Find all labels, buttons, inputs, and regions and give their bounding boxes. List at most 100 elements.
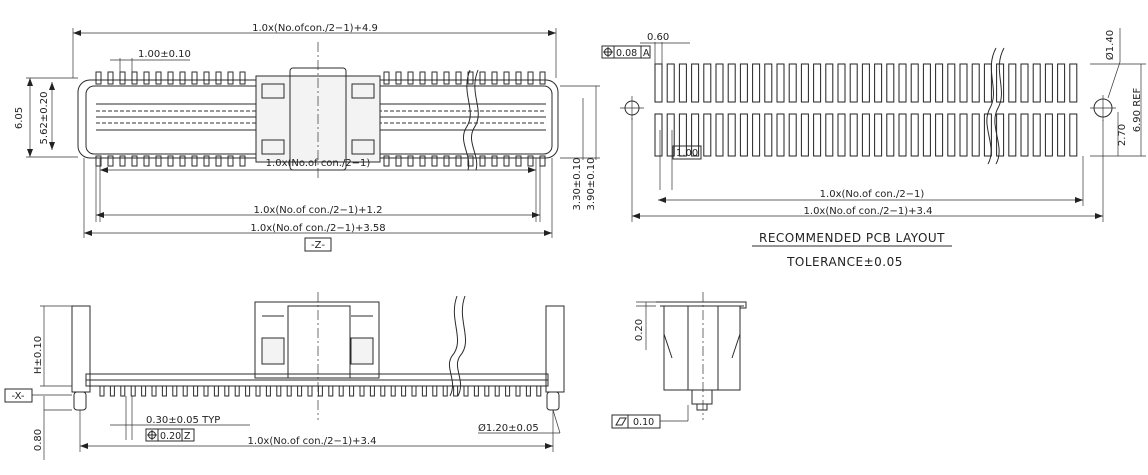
pad	[886, 63, 895, 103]
lead	[380, 385, 386, 397]
lead	[234, 385, 240, 397]
lead	[297, 385, 303, 397]
pad	[1069, 113, 1078, 157]
lead	[390, 385, 396, 397]
pad	[861, 63, 870, 103]
pin	[143, 71, 150, 85]
pin	[239, 155, 246, 167]
lead	[317, 385, 323, 397]
pad	[752, 113, 761, 157]
lead	[505, 385, 511, 397]
pad	[959, 63, 968, 103]
dim-row-gap: 2.70	[1117, 124, 1128, 146]
pin	[395, 71, 402, 85]
lead	[421, 385, 427, 397]
pin	[527, 71, 534, 85]
pin	[227, 155, 234, 167]
pin	[443, 71, 450, 85]
lead	[463, 385, 469, 397]
lead	[265, 385, 271, 397]
pad	[1020, 63, 1029, 103]
lead	[401, 385, 407, 397]
pin	[239, 71, 246, 85]
pin	[215, 71, 222, 85]
pad	[825, 113, 834, 157]
lead	[172, 385, 178, 397]
pin	[383, 155, 390, 167]
pad	[922, 63, 931, 103]
pin	[95, 71, 102, 85]
pad	[971, 63, 980, 103]
pad	[1032, 63, 1041, 103]
pin	[107, 155, 114, 167]
pin	[515, 155, 522, 167]
pin	[503, 71, 510, 85]
pad	[703, 113, 712, 157]
lead	[525, 385, 531, 397]
lead	[255, 385, 261, 397]
pad	[666, 63, 675, 103]
dim-offset: 1.00	[676, 148, 698, 159]
lead	[161, 385, 167, 397]
pad	[727, 63, 736, 103]
pin	[119, 155, 126, 167]
pin	[167, 155, 174, 167]
pcb-tolerance: TOLERANCE±0.05	[786, 255, 903, 269]
dim-pins: 1.0x(No.of con./2−1)	[266, 158, 371, 169]
pcb-layout: 0.60 0.08 A Ø1.40 6.90 REF 2.70	[601, 28, 1146, 269]
pin	[215, 155, 222, 167]
datum-x: -X-	[11, 391, 24, 402]
pad	[874, 113, 883, 157]
pad	[1069, 63, 1078, 103]
pin	[419, 71, 426, 85]
pin	[179, 155, 186, 167]
pin	[419, 155, 426, 167]
pad	[947, 113, 956, 157]
pad	[849, 63, 858, 103]
pad	[715, 113, 724, 157]
lead	[536, 385, 542, 397]
dim-standoff: 0.80	[33, 429, 44, 451]
pin	[131, 155, 138, 167]
pad-row-top	[654, 63, 1078, 103]
pin	[455, 71, 462, 85]
lead	[349, 385, 355, 397]
lead	[359, 385, 365, 397]
pad	[910, 63, 919, 103]
lead	[276, 385, 282, 397]
dim-height-inner: 5.62±0.20	[39, 92, 50, 145]
pcb-title: RECOMMENDED PCB LAYOUT	[759, 231, 945, 245]
pad	[788, 63, 797, 103]
pin	[131, 71, 138, 85]
pad	[971, 113, 980, 157]
pin	[431, 71, 438, 85]
lead	[141, 385, 147, 397]
lead	[109, 385, 115, 397]
pad	[727, 113, 736, 157]
pin	[191, 71, 198, 85]
lead	[484, 385, 490, 397]
pad	[776, 113, 785, 157]
top-pin-row	[95, 71, 546, 85]
pad	[959, 113, 968, 157]
pad	[691, 63, 700, 103]
pin	[395, 155, 402, 167]
pad	[996, 113, 1005, 157]
datum-z: -Z-	[311, 240, 325, 251]
pad	[861, 113, 870, 157]
dim-right-2: 3.90±0.10	[586, 158, 597, 211]
pad	[886, 113, 895, 157]
pin	[179, 71, 186, 85]
pin	[191, 155, 198, 167]
pad	[654, 113, 663, 157]
pad	[776, 63, 785, 103]
lead	[442, 385, 448, 397]
pin	[479, 71, 486, 85]
pad	[1057, 113, 1066, 157]
pad	[715, 63, 724, 103]
pad	[1008, 63, 1017, 103]
pin	[119, 71, 126, 85]
lead	[193, 385, 199, 397]
lead	[369, 385, 375, 397]
pin	[155, 71, 162, 85]
